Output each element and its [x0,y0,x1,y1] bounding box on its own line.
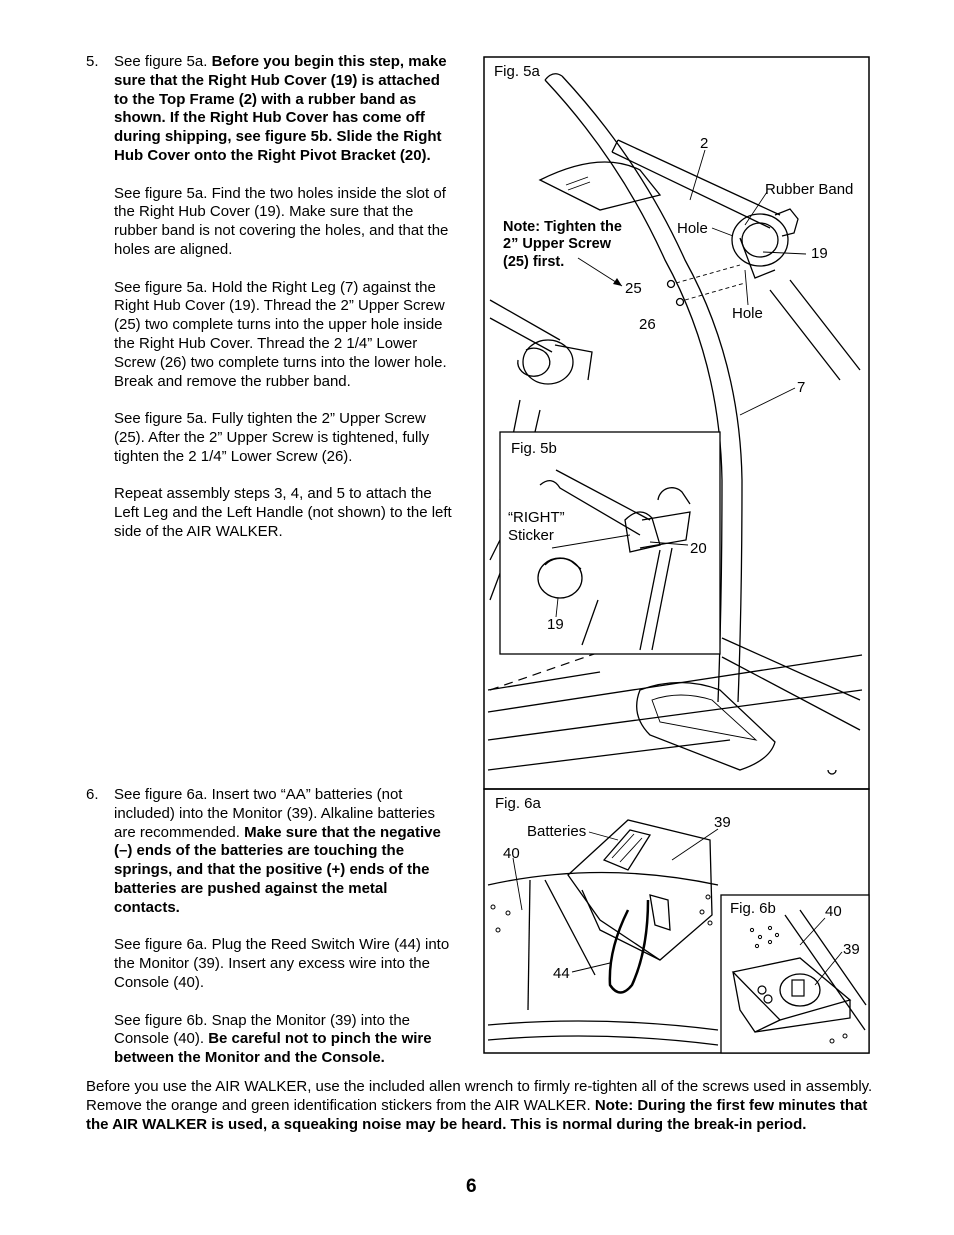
part-39-label: 39 [714,814,731,831]
step-5-repeat-paragraph: Repeat assembly steps 3, 4, and 5 to att… [114,485,452,540]
part-2-label: 2 [700,135,708,152]
step-6-snap-warning: Be careful not to pinch the wire between… [114,1030,432,1067]
fig-6a-title: Fig. 6a [495,795,542,812]
fig-5a-title: Fig. 5a [494,63,541,80]
step-6: 6. See figure 6a. Insert two “AA” batter… [86,786,456,1068]
part-25-label: 25 [625,280,642,297]
note-line-2: 2” Upper Screw [503,236,612,252]
step-number: 6. [86,786,99,803]
right-sticker-label-line-1: “RIGHT” [508,509,565,526]
step-5-warning: Before you begin this step, make sure th… [114,53,447,164]
note-line-3: (25) first. [503,254,564,270]
fig-5b-part-19-label: 19 [547,616,564,633]
fig-6a-drawing [487,819,719,1046]
fig-6b-part-39-label: 39 [843,941,860,958]
step-6-wire-paragraph: See figure 6a. Plug the Reed Switch Wire… [114,936,450,991]
page-number: 6 [466,1176,477,1197]
final-instructions: Before you use the AIR WALKER, use the i… [86,1078,876,1134]
part-19-label: 19 [811,245,828,262]
step-5-intro: See figure 5a. Before you begin this ste… [114,53,456,166]
rubber-band-label: Rubber Band [765,181,853,198]
fig-6b-title: Fig. 6b [730,900,776,917]
part-20-label: 20 [690,540,707,557]
part-26-label: 26 [639,316,656,333]
step-5-screws-paragraph: See figure 5a. Hold the Right Leg (7) ag… [114,278,447,390]
final-instructions-text: Before you use the AIR WALKER, use the i… [86,1078,873,1114]
note-line-1: Note: Tighten the [503,219,622,235]
right-sticker-label-line-2: Sticker [508,527,554,544]
fig-6b-drawing [731,909,867,1044]
part-44-label: 44 [553,965,570,982]
step-6-snap-text: See figure 6b. Snap the Monitor (39) int… [114,1011,411,1048]
batteries-label: Batteries [527,823,586,840]
part-7-label: 7 [797,379,805,396]
step-6-batteries-warning: Make sure that the negative (–) ends of … [114,823,441,916]
fig-5a-drawing [487,73,863,775]
step-5-intro-text: See figure 5a. [114,53,212,70]
part-40-label: 40 [503,845,520,862]
fig-5b-drawing [537,469,691,651]
fig-5b-title: Fig. 5b [511,440,557,457]
step-5-tighten-paragraph: See figure 5a. Fully tighten the 2” Uppe… [114,410,430,465]
hole-label-bottom: Hole [732,305,763,322]
fig-5b-frame [499,431,721,655]
step-6-batteries-text: See figure 6a. Insert two “AA” batteries… [114,786,436,841]
step-5: 5. See figure 5a. Before you begin this … [86,53,456,542]
step-5-holes-paragraph: See figure 5a. Find the two holes inside… [114,184,449,258]
final-instructions-note: Note: During the first few minutes that … [86,1096,868,1133]
step-number: 5. [86,53,99,70]
fig-6b-part-40-label: 40 [825,903,842,920]
step-6-snap-paragraph: See figure 6b. Snap the Monitor (39) int… [114,1012,456,1068]
hole-label-top: Hole [677,220,708,237]
step-6-batteries-paragraph: See figure 6a. Insert two “AA” batteries… [114,786,456,918]
